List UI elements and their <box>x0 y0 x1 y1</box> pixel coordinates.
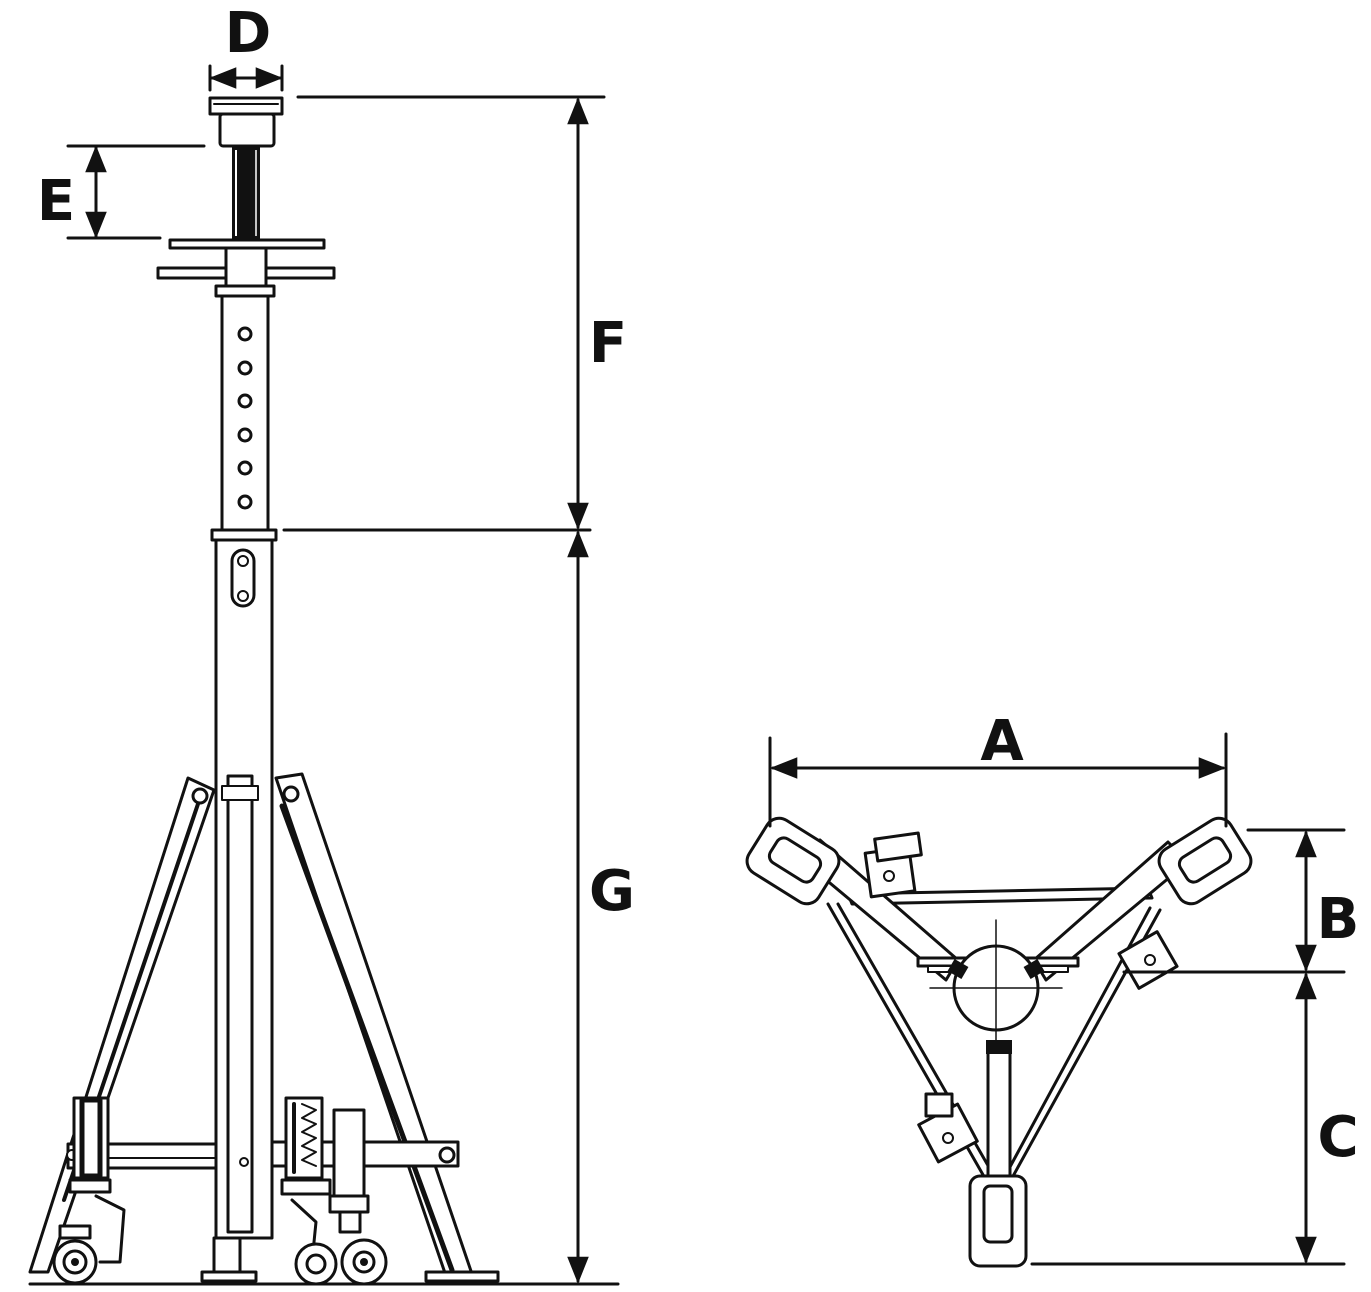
dimension-a: A <box>768 709 1228 828</box>
right-wheel-assembly <box>280 1096 388 1286</box>
right-leg <box>274 772 500 1283</box>
dimension-g: G <box>567 530 635 1284</box>
dimension-label-f: F <box>589 311 627 376</box>
top-wheel-blocks <box>863 831 1179 1164</box>
dimension-b: B <box>1122 828 1360 974</box>
left-wheel-assembly <box>52 1096 126 1285</box>
handle-nut <box>156 238 336 288</box>
dimension-label-g: G <box>589 859 635 924</box>
dimension-label-c: C <box>1317 1105 1358 1170</box>
centre-hub <box>916 919 1080 1054</box>
dimension-e: E <box>37 144 206 240</box>
dimension-label-d: D <box>225 1 271 66</box>
extension-tube <box>214 284 276 532</box>
top-view: A B C <box>745 709 1360 1268</box>
main-column <box>200 528 278 1283</box>
dimension-label-e: E <box>37 169 75 234</box>
side-view: D E F G <box>28 1 635 1286</box>
left-leg <box>28 776 216 1274</box>
dimension-label-b: B <box>1317 887 1360 952</box>
dimension-label-a: A <box>980 709 1024 774</box>
leg-pads <box>745 816 1253 1268</box>
dimension-d: D <box>208 1 284 92</box>
saddle-top <box>208 96 284 148</box>
screw-thread <box>232 146 260 240</box>
dimension-c: C <box>1030 972 1359 1266</box>
column-slot <box>230 548 256 608</box>
dimension-f: F <box>282 95 627 532</box>
adjustment-holes <box>237 326 253 510</box>
